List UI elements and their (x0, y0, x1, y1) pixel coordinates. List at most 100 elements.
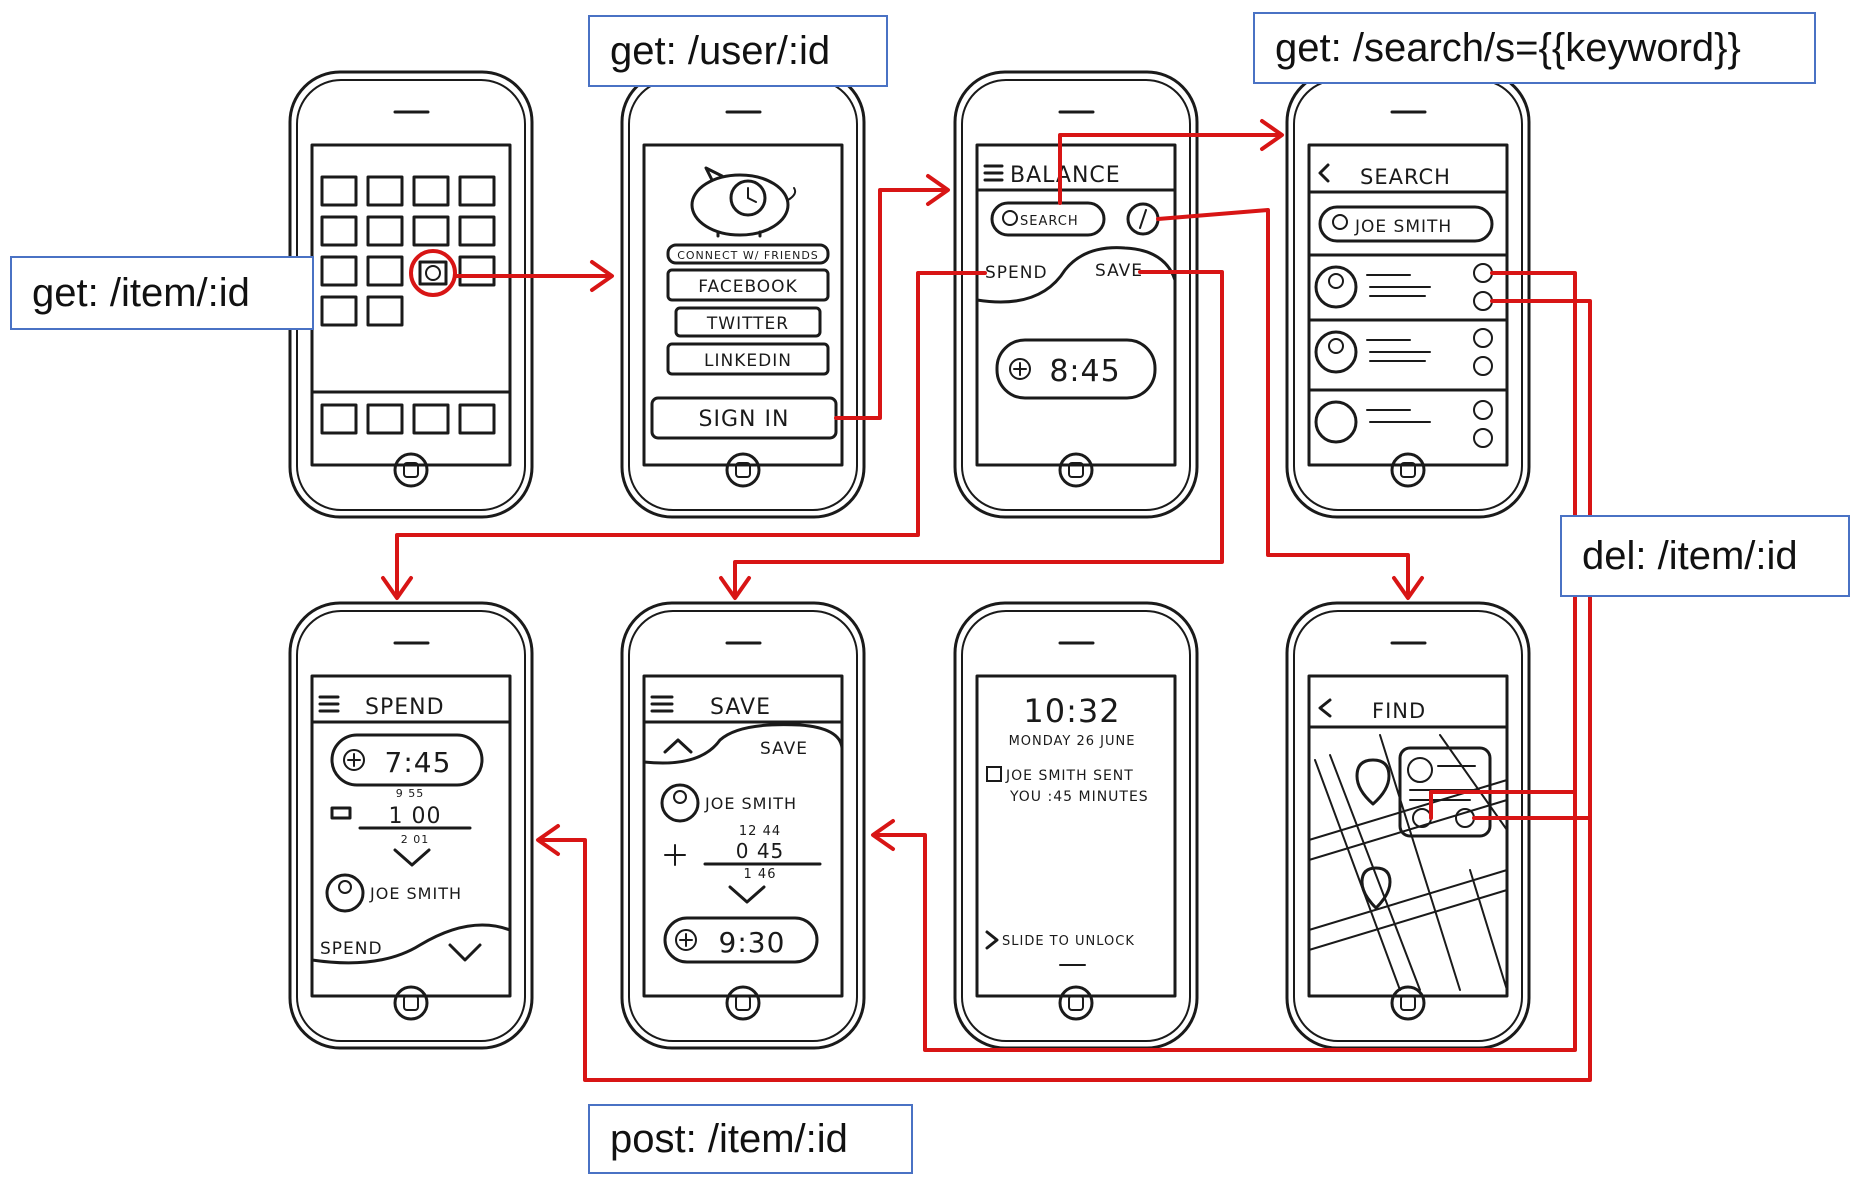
connect-label: CONNECT W/ FRIENDS (677, 249, 819, 262)
avatar-icon (1407, 757, 1433, 783)
home-button-icon (725, 985, 761, 1021)
search-input[interactable] (1318, 205, 1494, 243)
save-title: SAVE (710, 695, 771, 720)
twitter-label: TWITTER (706, 314, 789, 334)
message-icon (986, 766, 1002, 782)
menu-icon[interactable] (318, 695, 340, 713)
home-button-icon (1390, 452, 1426, 488)
timer-app-icon (418, 260, 448, 286)
label-post-item: post: /item/:id (588, 1104, 913, 1174)
save-balance-display (663, 916, 819, 964)
label-get-search: get: /search/s={{keyword}} (1253, 12, 1816, 84)
add-icon (1473, 400, 1493, 420)
search-query: JOE SMITH (1354, 217, 1452, 237)
twitter-button[interactable] (674, 306, 822, 338)
menu-icon[interactable] (983, 164, 1004, 182)
phone-login-screen: CONNECT W/ FRIENDS FACEBOOK TWITTER LINK… (620, 70, 866, 519)
flow-arrow-compass-to-find (1156, 208, 1410, 597)
spend-balance-display (330, 733, 484, 787)
avatar-icon (660, 783, 700, 823)
back-chevron-icon[interactable] (1318, 698, 1332, 718)
avatar-icon (1314, 330, 1358, 374)
facebook-label: FACEBOOK (698, 277, 797, 297)
flow-arrow-add-to-save (873, 271, 1577, 1052)
flow-arrow-search (1058, 133, 1282, 205)
app-grid (310, 175, 512, 435)
home-button-icon (725, 452, 761, 488)
find-title: FIND (1372, 699, 1426, 723)
linkedin-button[interactable] (666, 342, 830, 376)
spend-calc-bot: 2 01 (401, 833, 430, 846)
result-item[interactable] (1314, 400, 1493, 448)
spend-calc-top: 9 55 (396, 787, 425, 800)
result-item[interactable] (1314, 263, 1493, 311)
flow-arrows (381, 119, 1592, 1082)
confirm-check-icon (728, 885, 766, 904)
result-item[interactable] (1314, 328, 1493, 376)
avatar-icon (1314, 265, 1358, 309)
search-icon (1332, 214, 1348, 230)
flow-arrow-save (733, 270, 1224, 597)
map-pin-icon (1355, 758, 1391, 806)
search-button-label: SEARCH (1020, 214, 1079, 229)
minus-icon (330, 806, 352, 820)
save-user-name: JOE SMITH (704, 794, 797, 813)
home-button-icon (1058, 452, 1094, 488)
search-title: SEARCH (1360, 165, 1451, 189)
flow-arrow-signin-to-balance (834, 188, 947, 420)
label-post-item-text: post: /item/:id (610, 1117, 848, 1161)
save-tab[interactable]: SAVE (760, 739, 808, 759)
spend-check-icon (448, 943, 482, 962)
confirm-check-icon (393, 848, 431, 867)
facebook-button[interactable] (666, 268, 830, 302)
flow-arrow-remove-to-spend (538, 299, 1592, 1082)
phone-home-screen (288, 70, 534, 519)
spend-calc-mid: 1 00 (389, 804, 442, 829)
slide-to-unlock[interactable]: SLIDE TO UNLOCK (1002, 934, 1135, 949)
spend-user-name: JOE SMITH (369, 884, 462, 903)
lock-message-line1: JOE SMITH SENT (1005, 768, 1134, 784)
linkedin-label: LINKEDIN (704, 351, 792, 371)
signin-label: SIGN IN (699, 407, 790, 432)
save-tab[interactable]: SAVE (1095, 261, 1143, 281)
lock-time: 10:32 (1023, 692, 1120, 730)
search-button[interactable] (990, 201, 1106, 237)
search-icon (1002, 210, 1018, 226)
label-get-user-text: get: /user/:id (610, 29, 831, 73)
home-button-icon (1390, 985, 1426, 1021)
label-get-item: get: /item/:id (10, 256, 314, 330)
spend-title: SPEND (365, 695, 445, 720)
home-button-icon (1058, 985, 1094, 1021)
label-del-item: del: /item/:id (1560, 515, 1850, 597)
label-get-user: get: /user/:id (588, 15, 888, 87)
phone-balance-screen: BALANCE SEARCH SPEND SAVE 8:45 (953, 70, 1199, 519)
lock-message-line2: YOU :45 MINUTES (1009, 789, 1149, 805)
spend-tab[interactable]: SPEND (985, 263, 1048, 283)
label-get-item-text: get: /item/:id (32, 271, 250, 315)
avatar-icon (325, 873, 365, 913)
home-button-icon (393, 985, 429, 1021)
save-balance-amount: 9:30 (719, 926, 786, 959)
back-chevron-icon[interactable] (1318, 163, 1330, 183)
selected-app-highlight (409, 249, 457, 297)
spend-button[interactable]: SPEND (320, 939, 383, 959)
piggy-bank-logo (690, 166, 797, 238)
remove-icon (1473, 356, 1493, 376)
phone-search-screen: SEARCH JOE SMITH (1285, 70, 1531, 519)
phone-save-screen: SAVE SAVE JOE SMITH 12 44 0 45 1 46 9:30 (620, 601, 866, 1050)
flow-arrow-spend (395, 271, 987, 597)
label-del-item-text: del: /item/:id (1582, 534, 1798, 578)
spend-balance-amount: 7:45 (385, 746, 452, 779)
compass-icon (1139, 209, 1147, 229)
add-icon (1473, 328, 1493, 348)
remove-icon (1412, 808, 1432, 828)
save-calc-top: 12 44 (739, 824, 781, 839)
balance-display (995, 338, 1157, 400)
remove-icon (1473, 291, 1493, 311)
slide-arrow-icon (985, 930, 999, 950)
phone-spend-screen: SPEND 7:45 9 55 1 00 2 01 JOE SMITH SPEN… (288, 601, 534, 1050)
phone-find-screen: FIND (1285, 601, 1531, 1050)
menu-icon[interactable] (650, 695, 674, 713)
